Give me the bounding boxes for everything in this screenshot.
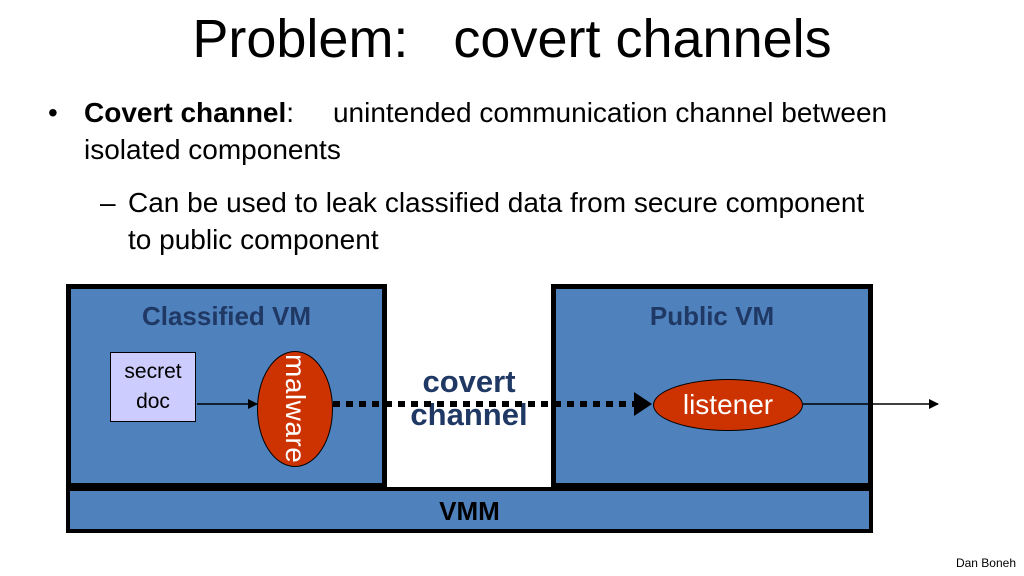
bullet-text: Covert channel: unintended communication…	[84, 94, 944, 168]
bullet-colon: :	[286, 97, 295, 128]
sub-bullet-text: Can be used to leak classified data from…	[128, 187, 865, 255]
listener-ellipse: listener	[653, 379, 803, 431]
listener-label: listener	[682, 389, 774, 420]
author-footer: Dan Boneh	[955, 556, 1016, 570]
public-vm-label: Public VM	[649, 301, 775, 331]
vmm-bar: VMM	[66, 487, 873, 533]
malware-label: malware	[280, 354, 311, 464]
bullet-marker: •	[48, 97, 58, 128]
covert-label-line1: covert	[422, 364, 516, 399]
slide-title: Problem: covert channels	[192, 9, 832, 69]
bullet-term: Covert channel	[84, 97, 287, 128]
bullet-definition: unintended communication channel between…	[84, 97, 888, 165]
secret-doc-box: secret doc	[110, 352, 196, 422]
classified-vm-label: Classified VM	[141, 301, 312, 331]
secret-doc-line1: secret	[124, 360, 182, 383]
vmm-label: VMM	[439, 496, 500, 526]
covert-channel-arrowhead	[634, 392, 652, 416]
sub-bullet-marker: –	[100, 187, 116, 218]
public-vm-box: Public VM	[551, 284, 873, 488]
secret-doc-line2: doc	[136, 390, 170, 413]
malware-ellipse: malware	[257, 351, 333, 467]
